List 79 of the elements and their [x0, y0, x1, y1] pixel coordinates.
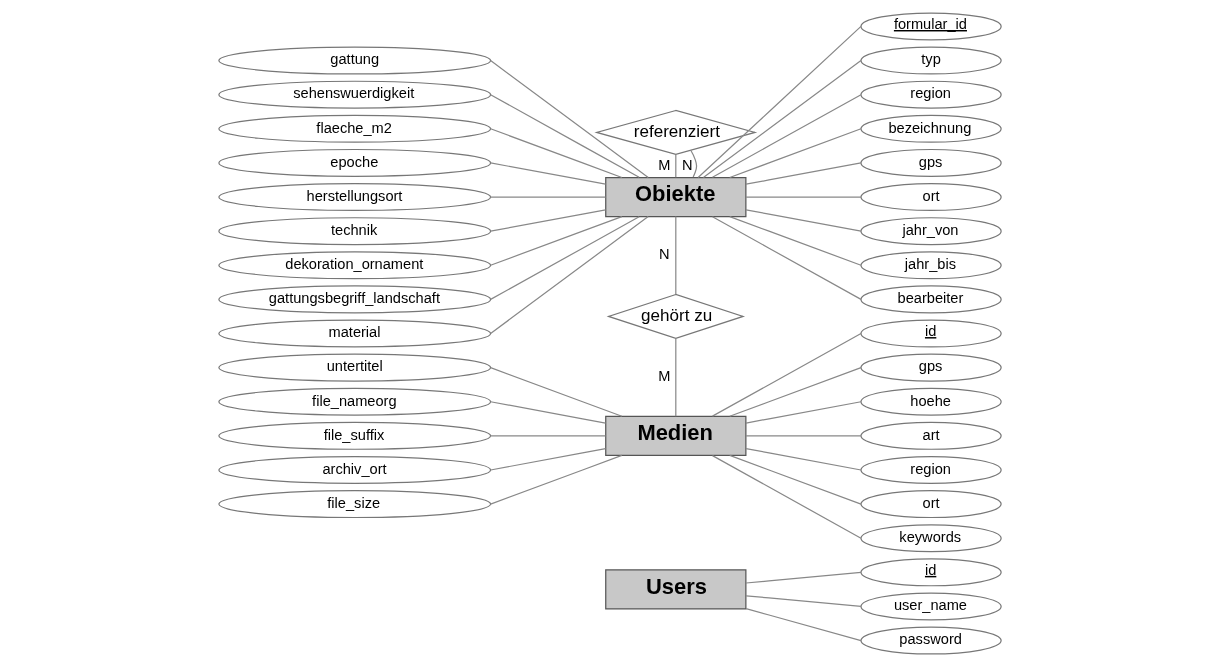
node-ellipse: region — [860, 80, 1002, 109]
node-ellipse: dekoration_ornament — [218, 251, 492, 280]
node-ellipse: formular_id — [860, 12, 1002, 41]
node-ellipse: untertitel — [218, 353, 492, 382]
connector — [711, 216, 862, 300]
node-ellipse: region — [860, 455, 1002, 484]
connector — [729, 215, 862, 266]
connector — [745, 448, 862, 471]
connector — [490, 216, 640, 300]
node-ellipse: hoehe — [860, 387, 1002, 416]
connector — [690, 149, 698, 178]
node-diamond: gehört zu — [606, 293, 746, 339]
node-ellipse: user_name — [860, 592, 1002, 621]
connector — [490, 448, 607, 471]
node-ellipse: file_suffix — [218, 421, 492, 450]
connector — [745, 608, 862, 642]
connector — [675, 338, 677, 417]
node-ellipse: bearbeiter — [860, 285, 1002, 314]
connector — [745, 435, 862, 437]
connector — [745, 196, 862, 198]
node-ellipse: id — [860, 319, 1002, 348]
connector — [490, 196, 607, 198]
node-ellipse: ort — [860, 490, 1002, 519]
node-ellipse: bezeichnung — [860, 114, 1002, 143]
node-ellipse: archiv_ort — [218, 455, 492, 484]
connector — [490, 435, 607, 437]
connector — [490, 128, 623, 179]
node-ellipse: gps — [860, 353, 1002, 382]
connector — [490, 367, 623, 417]
connector — [490, 401, 607, 424]
connector — [702, 59, 862, 179]
connector — [745, 401, 862, 424]
connector — [711, 455, 862, 539]
connector — [745, 571, 862, 584]
node-ellipse: herstellungsort — [218, 183, 492, 212]
connector — [490, 209, 607, 232]
node-ellipse: typ — [860, 46, 1002, 75]
node-ellipse: technik — [218, 217, 492, 246]
node-ellipse: jahr_von — [860, 217, 1002, 246]
node-ellipse: keywords — [860, 524, 1002, 553]
edge-label: M — [658, 156, 671, 173]
connector — [711, 94, 862, 178]
node-ellipse: sehenswuerdigkeit — [218, 80, 492, 109]
node-ellipse: id — [860, 558, 1002, 587]
node-box: Obiekte — [605, 176, 747, 218]
connector — [745, 595, 862, 608]
connector — [711, 332, 862, 417]
node-diamond: referenziert — [594, 109, 758, 155]
edge-label: M — [658, 368, 671, 385]
node-ellipse: gattung — [218, 46, 492, 75]
node-ellipse: flaeche_m2 — [218, 114, 492, 143]
connector — [490, 215, 623, 266]
node-ellipse: jahr_bis — [860, 251, 1002, 280]
connector — [490, 94, 640, 178]
connector — [745, 162, 862, 185]
node-box: Medien — [605, 415, 747, 456]
connector — [675, 216, 677, 295]
node-ellipse: gps — [860, 148, 1002, 177]
node-ellipse: file_nameorg — [218, 387, 492, 416]
node-ellipse: art — [860, 421, 1002, 450]
node-ellipse: epoche — [218, 148, 492, 177]
connector — [490, 454, 623, 505]
connector — [675, 154, 677, 178]
node-ellipse: ort — [860, 183, 1002, 212]
connector — [745, 209, 862, 232]
node-ellipse: password — [860, 626, 1002, 655]
connector — [697, 25, 862, 179]
node-box: Users — [605, 569, 747, 610]
connector — [729, 128, 862, 179]
connector — [490, 59, 649, 179]
connector — [490, 215, 649, 335]
node-ellipse: material — [218, 319, 492, 348]
edge-label: N — [658, 246, 670, 263]
node-ellipse: gattungsbegriff_landschaft — [218, 285, 492, 314]
connector — [729, 367, 862, 417]
connector — [490, 162, 607, 185]
edge-label: N — [682, 156, 693, 173]
connector — [729, 454, 862, 505]
node-ellipse: file_size — [218, 490, 492, 519]
